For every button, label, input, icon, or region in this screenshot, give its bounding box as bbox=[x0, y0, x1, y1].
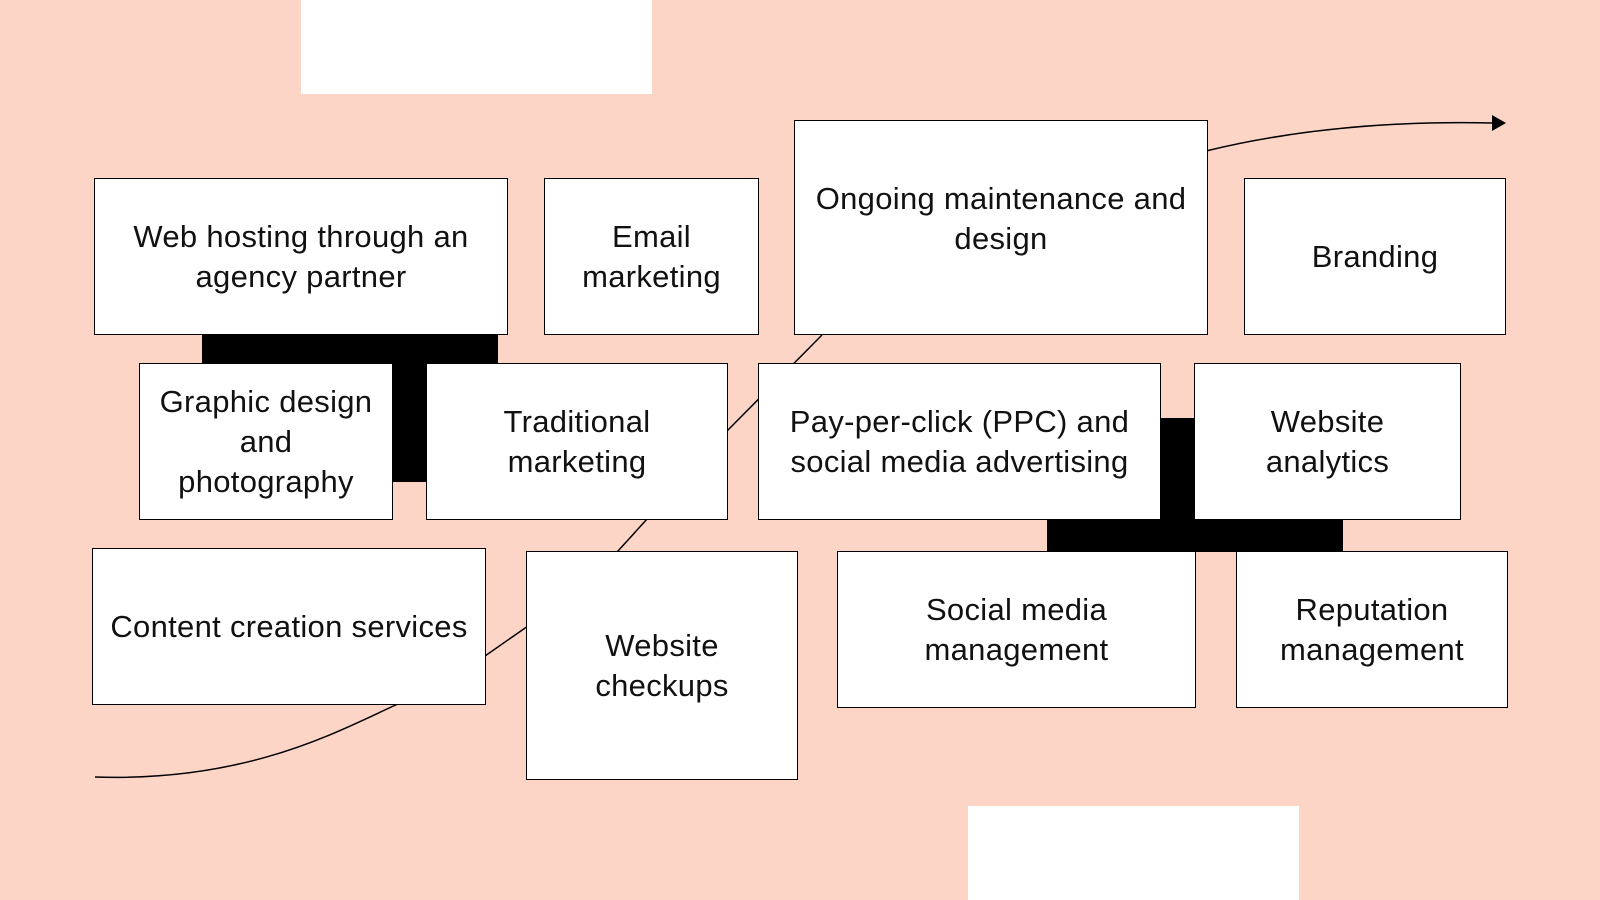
label-website-analytics: Website analytics bbox=[1265, 403, 1390, 479]
box-website-analytics: Website analytics bbox=[1194, 363, 1461, 520]
box-graphic-design: Graphic design and photography bbox=[139, 363, 393, 520]
box-ppc-advertising: Pay-per-click (PPC) and social media adv… bbox=[758, 363, 1161, 520]
arrowhead-icon bbox=[1492, 115, 1506, 131]
label-ppc-advertising: Pay-per-click (PPC) and social media adv… bbox=[789, 403, 1130, 479]
decorative-panel-bottom bbox=[968, 806, 1299, 900]
label-reputation-management: Reputation management bbox=[1280, 591, 1464, 667]
label-traditional-marketing: Traditional marketing bbox=[503, 403, 651, 479]
label-website-checkups: Website checkups bbox=[595, 627, 729, 703]
box-email-marketing: Email marketing bbox=[544, 178, 759, 335]
label-email-marketing: Email marketing bbox=[582, 218, 721, 294]
label-branding: Branding bbox=[1311, 238, 1439, 274]
connector-block-left-vertical bbox=[390, 332, 428, 482]
box-website-checkups: Website checkups bbox=[526, 551, 798, 780]
flow-curve-top bbox=[1205, 121, 1493, 152]
box-social-media-management: Social media management bbox=[837, 551, 1196, 708]
box-traditional-marketing: Traditional marketing bbox=[426, 363, 728, 520]
box-reputation-management: Reputation management bbox=[1236, 551, 1508, 708]
label-web-hosting: Web hosting through an agency partner bbox=[133, 218, 469, 294]
box-content-creation: Content creation services bbox=[92, 548, 486, 705]
box-branding: Branding bbox=[1244, 178, 1506, 335]
decorative-panel-top bbox=[301, 0, 652, 94]
label-social-media-management: Social media management bbox=[924, 591, 1109, 667]
label-ongoing-maintenance: Ongoing maintenance and design bbox=[815, 180, 1187, 256]
connector-block-left-horizontal bbox=[202, 332, 498, 364]
label-graphic-design: Graphic design and photography bbox=[159, 383, 373, 499]
box-web-hosting: Web hosting through an agency partner bbox=[94, 178, 508, 335]
box-ongoing-maintenance: Ongoing maintenance and design bbox=[794, 120, 1208, 335]
label-content-creation: Content creation services bbox=[110, 608, 468, 644]
connector-block-right-horizontal bbox=[1047, 518, 1343, 552]
